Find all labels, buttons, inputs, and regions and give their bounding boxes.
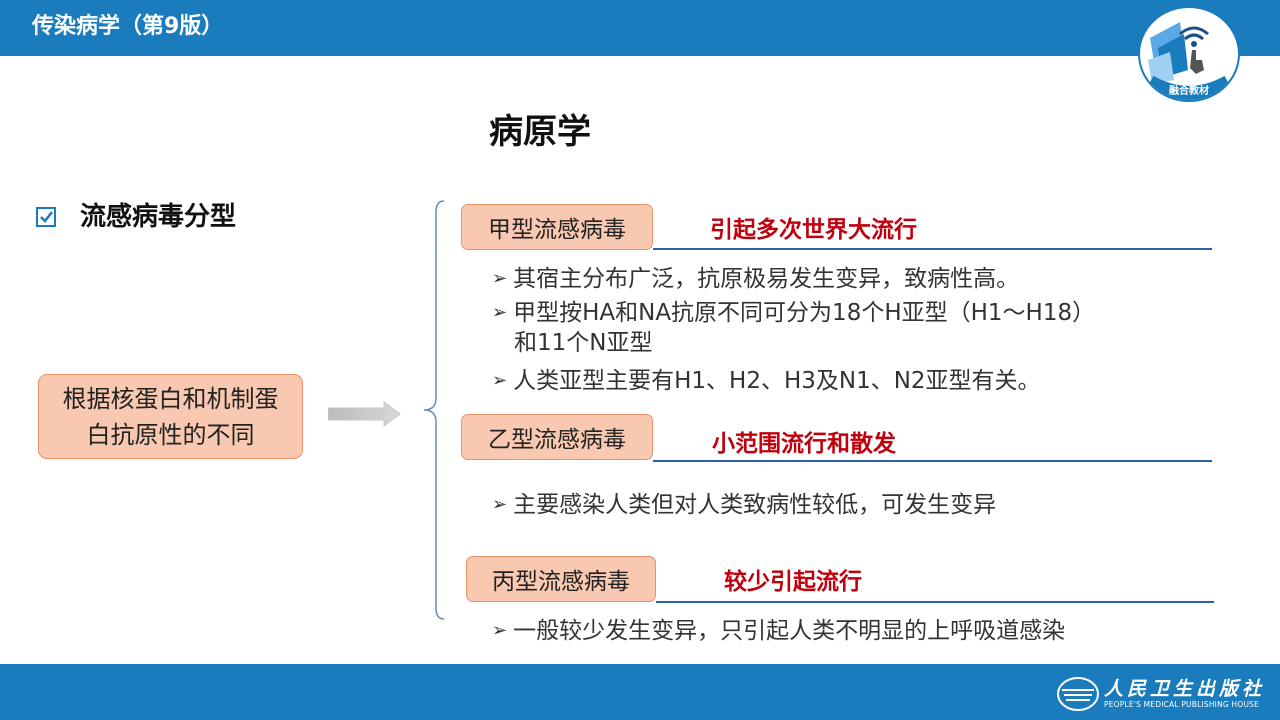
type-c-label: 丙型流感病毒 xyxy=(466,556,656,602)
book-title: 传染病学（第9版） xyxy=(32,14,224,39)
type-b-label: 乙型流感病毒 xyxy=(461,414,653,460)
checklist-item: 流感病毒分型 xyxy=(36,196,236,233)
type-a-underline xyxy=(653,248,1212,250)
checklist-item-label: 流感病毒分型 xyxy=(80,202,237,232)
type-a-bullet-2: ➢甲型按HA和NA抗原不同可分为18个H亚型（H1～H18） xyxy=(492,300,1096,326)
right-arrow-icon xyxy=(328,401,401,427)
triangle-bullet-icon: ➢ xyxy=(492,302,508,323)
triangle-bullet-icon: ➢ xyxy=(492,370,508,391)
type-c-bullet-1: ➢一般较少发生变异，只引起人类不明显的上呼吸道感染 xyxy=(492,618,1066,644)
type-b-bullet-1: ➢主要感染人类但对人类致病性较低，可发生变异 xyxy=(492,492,997,518)
publisher-logo: 人民卫生出版社 PEOPLE'S MEDICAL PUBLISHING HOUS… xyxy=(1056,672,1272,714)
type-b-description: 小范围流行和散发 xyxy=(712,431,896,457)
triangle-bullet-icon: ➢ xyxy=(492,494,508,515)
type-a-label: 甲型流感病毒 xyxy=(461,204,653,250)
type-a-bullet-3: ➢人类亚型主要有H1、H2、H3及N1、N2亚型有关。 xyxy=(492,368,1041,394)
classification-basis-box: 根据核蛋白和机制蛋白抗原性的不同 xyxy=(38,374,303,459)
triangle-bullet-icon: ➢ xyxy=(492,620,508,641)
type-a-description: 引起多次世界大流行 xyxy=(710,217,917,243)
type-c-underline xyxy=(656,601,1214,603)
publisher-name-en: PEOPLE'S MEDICAL PUBLISHING HOUSE xyxy=(1104,700,1260,709)
badge-label: 融合教材 xyxy=(1169,86,1209,97)
header-bar xyxy=(0,0,1280,56)
type-b-underline xyxy=(653,460,1212,462)
footer-bar xyxy=(0,664,1280,720)
wifi-hand-icon xyxy=(1146,22,1232,100)
type-a-bullet-1: ➢其宿主分布广泛，抗原极易发生变异，致病性高。 xyxy=(492,266,1020,292)
publisher-name-cn: 人民卫生出版社 xyxy=(1104,678,1266,700)
triangle-bullet-icon: ➢ xyxy=(492,268,508,289)
type-a-bullet-2-cont: 和11个N亚型 xyxy=(514,330,653,356)
publisher-emblem-icon xyxy=(1057,677,1099,711)
checkbox-icon xyxy=(36,207,56,227)
type-c-description: 较少引起流行 xyxy=(724,569,862,595)
slide-title: 病原学 xyxy=(489,112,591,152)
integrated-textbook-badge: 融合教材 xyxy=(1138,6,1240,102)
brace-bracket xyxy=(423,200,445,620)
